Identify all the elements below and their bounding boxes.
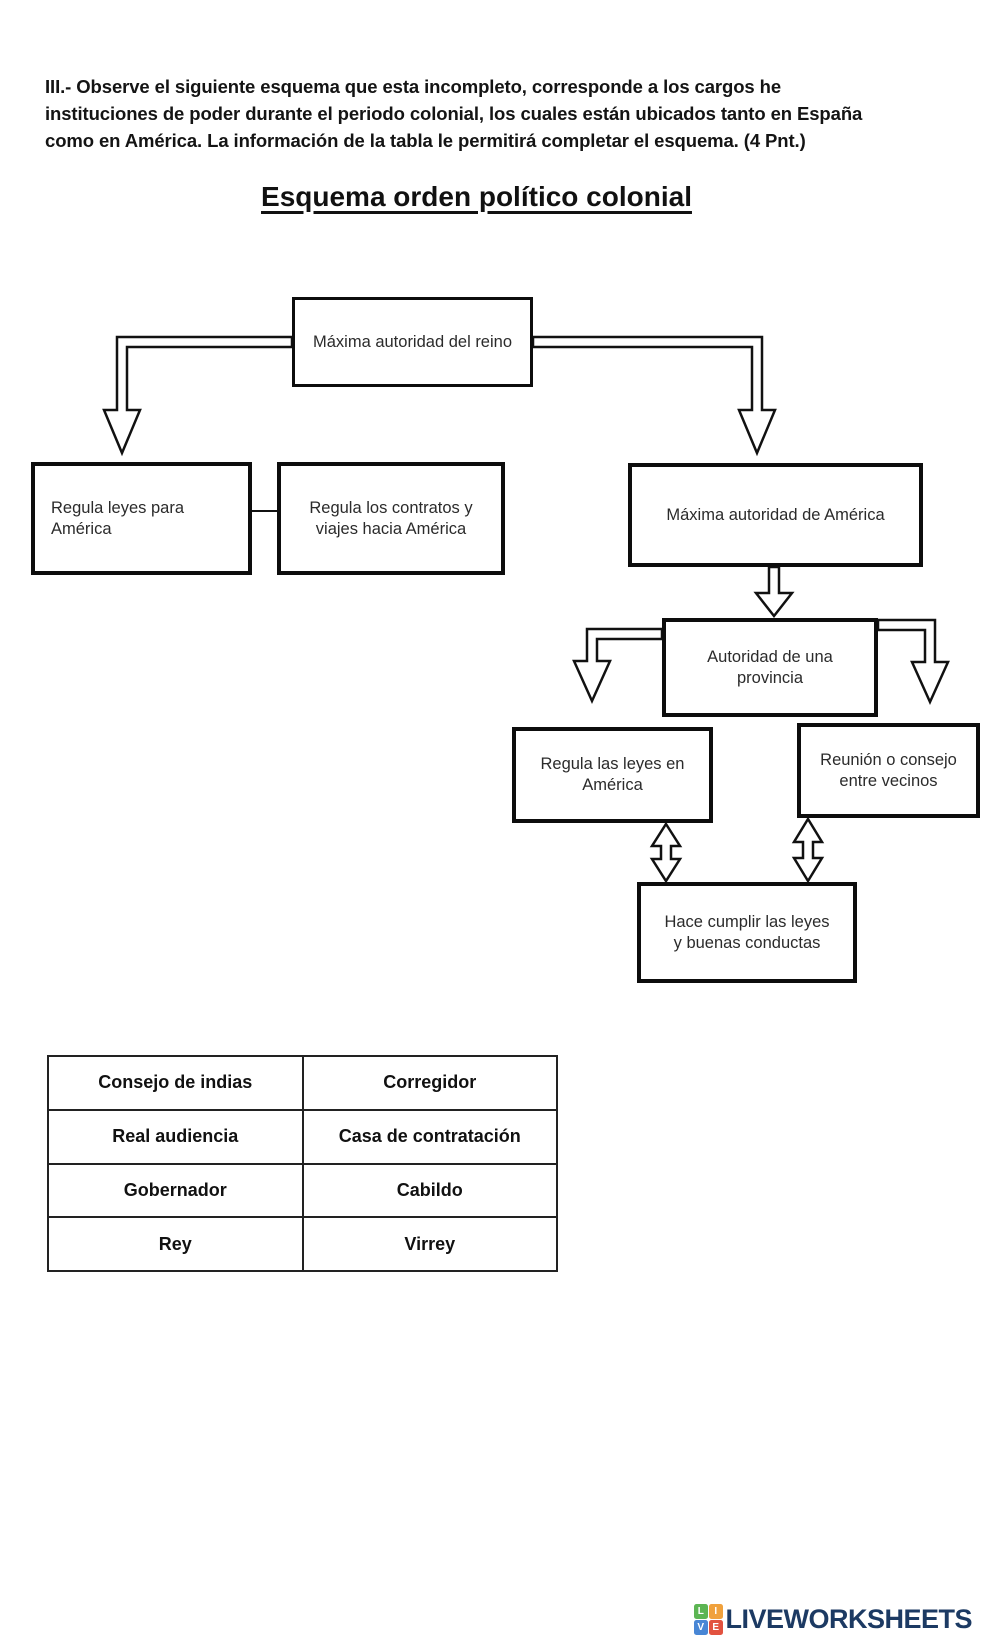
box-label: Hace cumplir las leyes y buenas conducta… xyxy=(664,912,830,952)
liveworksheets-logo-text: LIVEWORKSHEETS xyxy=(725,1604,973,1634)
box-regula-leyes-en-america[interactable]: Regula las leyes en América xyxy=(512,727,713,823)
liveworksheets-logo-icon: L I V E xyxy=(694,1604,723,1635)
box-reunion-consejo-vecinos[interactable]: Reunión o consejo entre vecinos xyxy=(797,723,980,818)
box-label: Reunión o consejo entre vecinos xyxy=(820,750,957,790)
answer-cell: Consejo de indias xyxy=(47,1055,304,1111)
connector-arrow-provincia-to-left-box xyxy=(572,627,664,705)
connector-arrow-provincia-to-right-box xyxy=(876,618,950,706)
box-label: Máxima autoridad del reino xyxy=(312,332,513,351)
connector-arrow-america-to-provincia xyxy=(753,565,795,619)
box-maxima-autoridad-reino[interactable]: Máxima autoridad del reino xyxy=(292,297,533,387)
box-label: Autoridad de una provincia xyxy=(707,647,833,687)
box-regula-leyes-para-america[interactable]: Regula leyes para América xyxy=(31,462,252,575)
instructions-line-3: como en América. La información de la ta… xyxy=(45,130,806,151)
box-label: Regula las leyes en América xyxy=(540,755,685,794)
logo-tile-i: I xyxy=(709,1604,723,1619)
connector-double-arrow-right xyxy=(791,816,825,884)
instructions-text: III.- Observe el siguiente esquema que e… xyxy=(45,73,945,154)
logo-tile-v: V xyxy=(694,1620,708,1635)
table-row: Gobernador Cabildo xyxy=(47,1162,558,1219)
box-label: Regula los contratos y viajes hacia Amér… xyxy=(309,498,473,538)
answer-cell: Real audiencia xyxy=(47,1108,304,1165)
answer-cell: Cabildo xyxy=(301,1162,558,1219)
answer-cell: Gobernador xyxy=(47,1162,304,1219)
answer-cell: Virrey xyxy=(301,1216,558,1272)
box-regula-contratos-viajes[interactable]: Regula los contratos y viajes hacia Amér… xyxy=(277,462,505,575)
connector-arrow-reino-to-left-box xyxy=(102,335,294,457)
box-autoridad-provincia[interactable]: Autoridad de una provincia xyxy=(662,618,878,717)
box-label: Máxima autoridad de América xyxy=(666,505,885,524)
table-row: Real audiencia Casa de contratación xyxy=(47,1108,558,1165)
connector-double-arrow-left xyxy=(649,821,683,884)
answer-options-table: Consejo de indias Corregidor Real audien… xyxy=(47,1055,558,1272)
table-row: Rey Virrey xyxy=(47,1216,558,1272)
instructions-line-1: III.- Observe el siguiente esquema que e… xyxy=(45,76,782,97)
box-maxima-autoridad-america[interactable]: Máxima autoridad de América xyxy=(628,463,923,567)
answer-cell: Casa de contratación xyxy=(301,1108,558,1165)
page-title: Esquema orden político colonial xyxy=(261,181,692,212)
instructions-line-2: instituciones de poder durante el period… xyxy=(45,103,863,124)
answer-cell: Corregidor xyxy=(301,1055,558,1111)
box-hace-cumplir-leyes[interactable]: Hace cumplir las leyes y buenas conducta… xyxy=(637,882,857,983)
box-label: Regula leyes para América xyxy=(51,498,184,538)
table-row: Consejo de indias Corregidor xyxy=(47,1055,558,1111)
logo-tile-e: E xyxy=(709,1620,723,1635)
logo-tile-l: L xyxy=(694,1604,708,1619)
connector-arrow-reino-to-america-box xyxy=(531,335,777,457)
answer-cell: Rey xyxy=(47,1216,304,1272)
liveworksheets-logo[interactable]: L I V E LIVEWORKSHEETS xyxy=(694,1604,973,1635)
